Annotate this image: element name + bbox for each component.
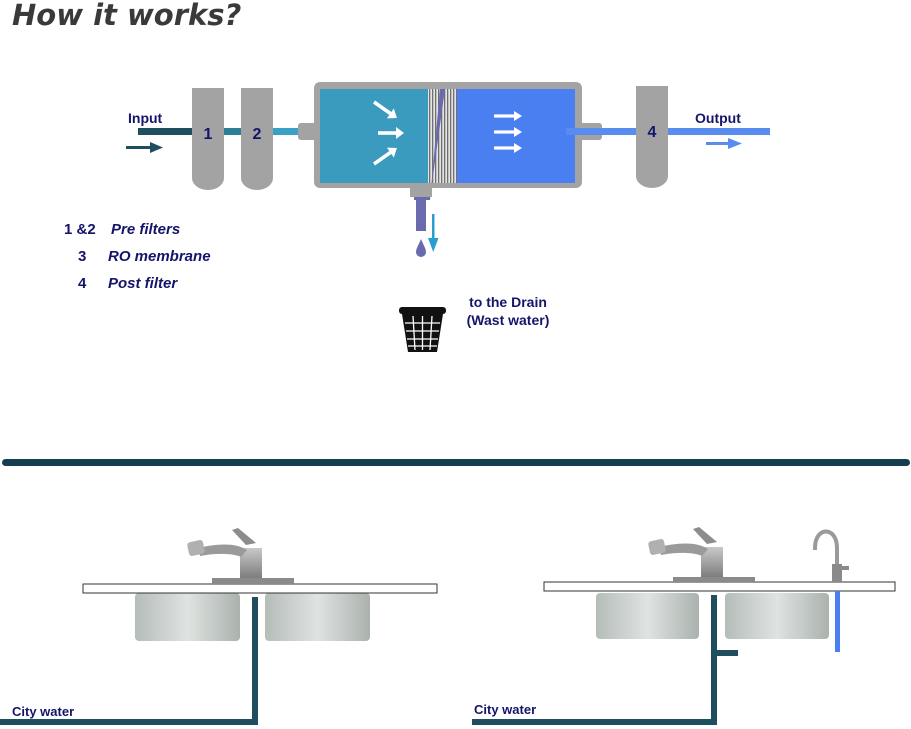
faucet-icon <box>648 527 723 577</box>
water-drop-icon <box>416 239 426 257</box>
faucet-base-ro <box>673 577 755 582</box>
stage-1-label: 1 <box>204 126 213 143</box>
stage-2-label: 2 <box>253 126 262 143</box>
drain-label-line1: to the Drain <box>469 294 547 310</box>
sink-basin-left-ro <box>596 593 699 639</box>
feed-water-chamber <box>320 89 428 183</box>
legend-text-3: Post filter <box>108 275 178 292</box>
ro-feed-tee <box>714 650 738 656</box>
section-divider <box>2 459 910 466</box>
pipe-2-membrane <box>272 128 318 135</box>
sink-basin-right <box>265 593 370 641</box>
city-water-pipe-right <box>472 595 717 725</box>
ro-water-line <box>835 591 840 652</box>
sink-before <box>0 528 438 725</box>
pipe-1-2 <box>222 128 242 135</box>
input-label: Input <box>128 110 163 126</box>
drain-pipe <box>416 197 426 231</box>
drain-label-line2: (Wast water) <box>467 312 550 328</box>
arrow-right-icon <box>126 142 163 153</box>
prefilter-1 <box>192 88 224 190</box>
legend-number-1: 1 &2 <box>64 221 96 238</box>
drain-fitting <box>410 183 432 197</box>
sink-basin-left <box>135 593 240 641</box>
arrow-down-icon <box>428 214 439 252</box>
legend-number-2: 3 <box>78 248 86 265</box>
countertop-ro <box>543 581 896 592</box>
legend-number-3: 4 <box>78 275 87 292</box>
output-pipe <box>668 128 770 135</box>
feed-arrows <box>372 100 404 166</box>
post-filter <box>636 86 668 188</box>
countertop <box>82 583 438 594</box>
permeate-arrows <box>494 111 522 153</box>
faucet-base <box>212 578 294 584</box>
legend-text-1: Pre filters <box>111 221 180 238</box>
stage-4-label: 4 <box>648 124 657 141</box>
ro-faucet-icon <box>813 529 849 582</box>
input-pipe <box>138 128 194 135</box>
faucet-icon <box>187 528 262 578</box>
city-water-label-left: City water <box>12 704 74 719</box>
legend-text-2: RO membrane <box>108 248 211 265</box>
permeate-chamber <box>457 89 575 183</box>
output-label: Output <box>695 110 741 126</box>
page-title: How it works? <box>12 0 242 32</box>
city-water-pipe-left <box>0 597 258 725</box>
trash-basket-icon <box>399 307 446 352</box>
pipe-membrane-postfilter <box>566 128 638 135</box>
city-water-label-right: City water <box>474 702 536 717</box>
prefilter-2 <box>241 88 273 190</box>
sink-after <box>472 527 896 725</box>
arrow-right-icon <box>706 138 742 149</box>
sink-basin-right-ro <box>725 593 829 639</box>
